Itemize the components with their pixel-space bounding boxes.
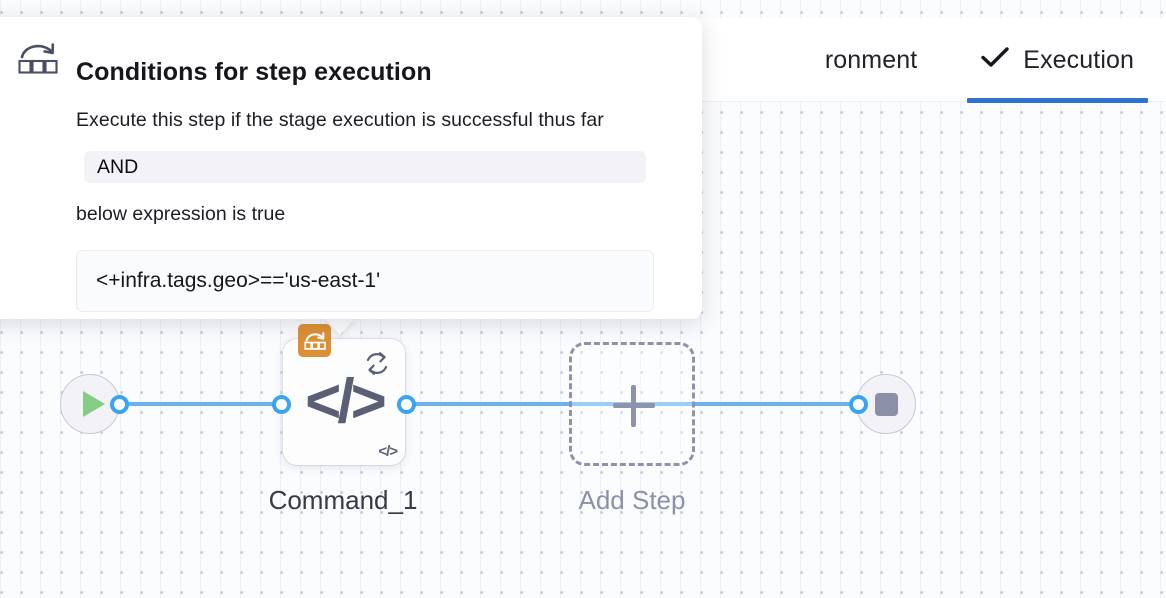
conditions-popover: Conditions for step execution Execute th… — [0, 17, 702, 319]
add-step-caption: Add Step — [578, 485, 686, 515]
expression-value: <+infra.tags.geo>=='us-east-1' — [96, 269, 381, 292]
edge-start-to-command[interactable] — [112, 402, 312, 406]
start-node[interactable] — [60, 374, 120, 434]
popover-description: Execute this step if the stage execution… — [76, 109, 604, 131]
tab-environment-label: ronment — [824, 45, 918, 74]
tab-environment[interactable]: ronment — [793, 18, 949, 102]
end-node-input-port[interactable] — [849, 395, 868, 414]
popover-title: Conditions for step execution — [76, 58, 432, 86]
step-node-caption: Command_1 — [268, 485, 418, 515]
condition-operator-value: AND — [97, 155, 139, 178]
start-node-output-port[interactable] — [110, 395, 129, 414]
plus-icon-vertical — [631, 385, 636, 427]
step-node-input-port[interactable] — [272, 395, 291, 414]
step-node-output-port[interactable] — [397, 395, 416, 414]
condition-operator-field[interactable]: AND — [84, 151, 646, 183]
play-icon — [82, 391, 105, 417]
code-mini-icon: </> — [378, 443, 398, 460]
add-step-button[interactable] — [569, 342, 695, 466]
conditional-execution-icon[interactable] — [298, 324, 331, 357]
check-icon — [981, 46, 1009, 75]
code-icon: </> — [305, 367, 387, 436]
loop-icon[interactable] — [361, 349, 393, 384]
expression-input[interactable]: <+infra.tags.geo>=='us-east-1' — [76, 250, 654, 312]
conditional-execution-icon-header — [16, 39, 60, 84]
popover-tail — [323, 316, 357, 335]
popover-subtext: below expression is true — [76, 203, 286, 225]
stop-icon — [874, 392, 898, 416]
tab-execution-label: Execution — [1023, 45, 1134, 74]
step-node-command-1[interactable]: </> </> — [283, 324, 405, 465]
popover-content: Conditions for step execution Execute th… — [0, 17, 702, 319]
tab-list: ronment Execution — [793, 18, 1166, 103]
tab-execution[interactable]: Execution — [949, 18, 1166, 103]
